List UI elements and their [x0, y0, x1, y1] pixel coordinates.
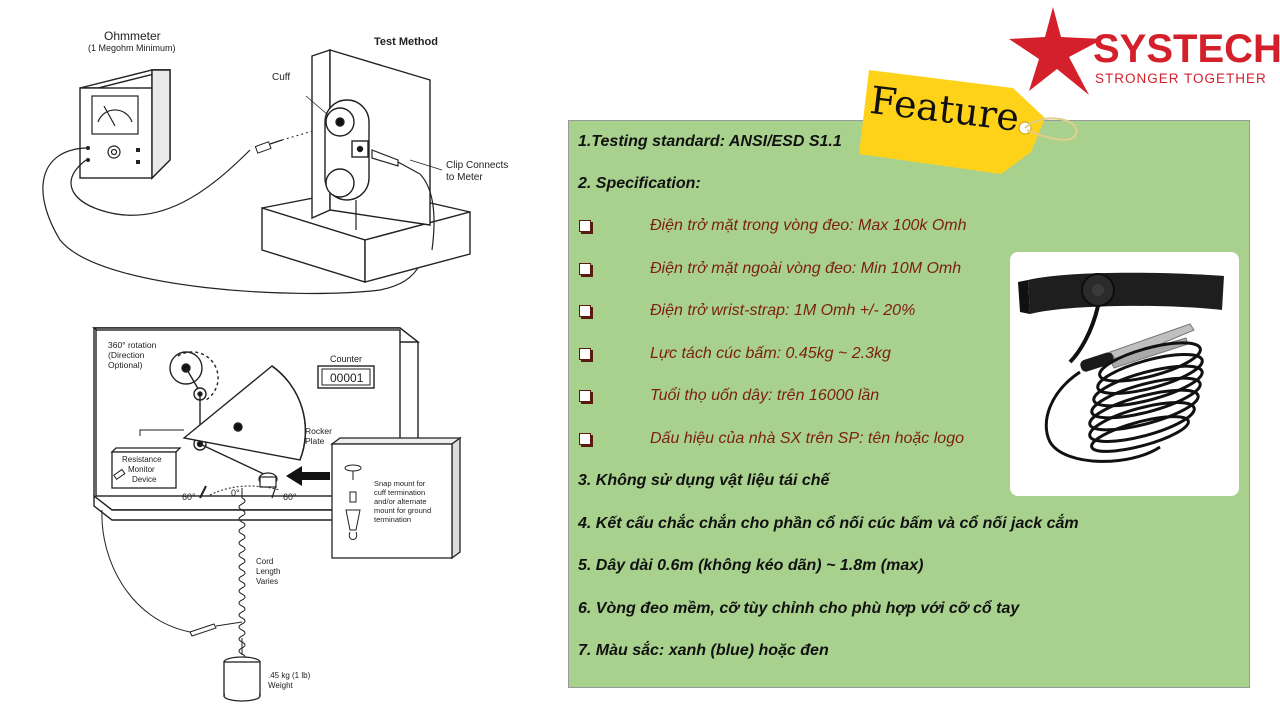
- checkbox-icon: [579, 348, 591, 360]
- monitor-label-line2: Monitor: [128, 465, 155, 474]
- logo-name: SYSTECH: [1093, 27, 1280, 71]
- star-icon: [1009, 7, 1103, 95]
- weight-label-line1: .45 kg (1 lb): [268, 671, 311, 680]
- snap-label-line4: mount for ground: [374, 506, 431, 515]
- clip-label-line2: to Meter: [446, 172, 483, 183]
- feature-line-4: 4. Kết cấu chắc chắn cho phần cổ nối cúc…: [578, 515, 1079, 532]
- feature-line-7: 7. Màu sắc: xanh (blue) hoặc đen: [578, 642, 829, 659]
- flex-test-diagram: 60° 0° 60° Counter 00001 360° rotation (…: [91, 327, 462, 702]
- clip: [371, 149, 421, 175]
- product-photo: [1010, 252, 1239, 496]
- counter-value: 00001: [330, 371, 364, 385]
- snap-label-line2: cuff termination: [374, 488, 425, 497]
- checkbox-icon: [579, 305, 591, 317]
- monitor-label-line1: Resistance: [122, 455, 162, 464]
- systech-logo: SYSTECH STRONGER TOGETHER: [1005, 5, 1280, 100]
- angle-center-label: 0°: [231, 488, 240, 498]
- snap-label-line3: and/or alternate: [374, 497, 427, 506]
- probe-connector: [254, 139, 283, 154]
- weight-label-line2: Weight: [268, 681, 294, 690]
- feature-tag: Feature: [855, 40, 1085, 180]
- snap-label-line1: Snap mount for: [374, 479, 426, 488]
- cord-label-line1: Cord: [256, 557, 273, 566]
- ohmmeter-title: Ohmmeter: [104, 29, 161, 43]
- wrist-strap-image: [1018, 272, 1224, 463]
- ohmmeter-subtitle: (1 Megohm Minimum): [88, 43, 176, 53]
- feature-line-6: 6. Vòng đeo mềm, cỡ tùy chỉnh cho phù hợ…: [578, 600, 1020, 617]
- weight: [223, 656, 261, 702]
- angle-right-label: 60°: [283, 492, 297, 502]
- cuff-label: Cuff: [272, 72, 290, 83]
- rotation-label-line1: 360° rotation: [108, 340, 157, 350]
- cord-label-line2: Length: [256, 567, 280, 576]
- feature-line-3: 3. Không sử dụng vật liệu tái chế: [578, 472, 830, 489]
- test-method-diagram: Ohmmeter (1 Megohm Minimum) Test Method …: [42, 29, 508, 295]
- checkbox-icon: [579, 390, 591, 402]
- logo-tagline: STRONGER TOGETHER: [1095, 71, 1267, 86]
- checkbox-icon: [579, 220, 591, 232]
- coiled-cord: [238, 497, 246, 685]
- cord-label-line3: Varies: [256, 577, 278, 586]
- testing-standard: 1.Testing standard: ANSI/ESD S1.1: [578, 133, 842, 150]
- rotation-label-line2: (Direction: [108, 350, 145, 360]
- clip-label-line1: Clip Connects: [446, 160, 508, 171]
- specification-heading: 2. Specification:: [578, 175, 701, 192]
- rocker-plate: [182, 365, 307, 477]
- checkbox-icon: [579, 263, 591, 275]
- counter-label: Counter: [330, 354, 362, 364]
- rotation-label-line3: Optional): [108, 360, 143, 370]
- rocker-label-line1: Rocker: [305, 426, 332, 436]
- ground-clip: [189, 621, 243, 637]
- feature-line-5: 5. Dây dài 0.6m (không kéo dãn) ~ 1.8m (…: [578, 557, 924, 574]
- cuff: [324, 99, 370, 201]
- angle-left-label: 60°: [182, 492, 196, 502]
- arrow-indicator: [286, 466, 330, 486]
- snap-label-line5: termination: [374, 515, 411, 524]
- checkbox-icon: [579, 433, 591, 445]
- rocker-label-line2: Plate: [305, 436, 325, 446]
- snap-mount: [258, 472, 278, 488]
- test-method-title: Test Method: [374, 36, 438, 48]
- monitor-label-line3: Device: [132, 475, 157, 484]
